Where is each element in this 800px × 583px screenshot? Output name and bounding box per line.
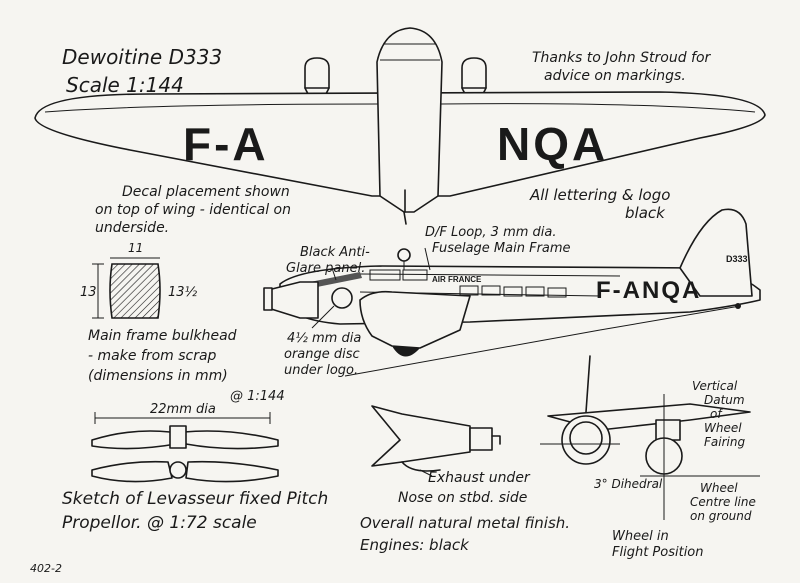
left-nacelle	[304, 57, 330, 89]
bulkhead-height: 13	[80, 285, 97, 300]
lettering-note-line-2: black	[625, 204, 666, 222]
nose-sketch	[371, 405, 501, 477]
dihedral-note: 3° Dihedral	[594, 477, 663, 491]
tail-fin	[679, 208, 753, 297]
prop-hub-side	[169, 461, 187, 479]
bulkhead-height-right: 13½	[168, 285, 198, 300]
bulkhead-sketch: 11 13 13½	[80, 241, 198, 319]
df-loop-note: D/F Loop, 3 mm dia.	[425, 225, 557, 240]
datum-note-line-1: Vertical	[692, 379, 738, 393]
propeller-sketch	[91, 412, 279, 483]
main-frame-note: Fuselage Main Frame	[432, 241, 571, 256]
cockpit-window-1	[369, 269, 401, 281]
prop-scale-note: @ 1:144	[230, 389, 285, 404]
decal-note-line-1: Decal placement shown	[122, 184, 290, 200]
exhaust-leader	[419, 469, 433, 477]
right-nacelle	[461, 57, 487, 89]
prop-blade-side-right	[185, 460, 279, 483]
prop-blade-side-left	[91, 460, 173, 483]
bulkhead-shape	[109, 263, 161, 319]
sheet-reference: 402-2	[30, 562, 62, 575]
prop-blade-left	[91, 430, 177, 450]
wing-fuselage-top	[376, 27, 443, 213]
prop-caption-line-1: Sketch of Levasseur fixed Pitch	[62, 489, 328, 509]
nose-prop-shaft	[491, 435, 501, 445]
datum-note-line-2: Datum	[704, 393, 745, 407]
exhaust-pipe	[401, 461, 441, 472]
fuselage-side-view: AIR FRANCE D333 F-ANQA	[263, 208, 761, 377]
disc-note-line-3: under logo.	[284, 363, 358, 378]
anti-glare-leader	[331, 267, 337, 281]
centre-line-note-line-1: Wheel	[700, 481, 738, 495]
wing-nacelle	[359, 290, 471, 349]
centre-line-note-line-2: Centre line	[690, 495, 756, 509]
decal-note-line-3: underside.	[95, 220, 169, 236]
prop-diameter-ticks	[94, 412, 271, 424]
decal-note-line-2: on top of wing - identical on	[95, 202, 291, 218]
nose-engine-mount	[469, 427, 493, 451]
thanks-note-line-2: advice on markings.	[544, 68, 686, 84]
air-france-logo: AIR FRANCE	[432, 275, 482, 284]
nose-outline	[371, 405, 471, 467]
thanks-note-line-1: Thanks to John Stroud for	[532, 50, 712, 66]
orange-disc	[331, 287, 353, 309]
main-frame-leader	[424, 247, 431, 271]
ground-line	[344, 329, 601, 377]
bulkhead-caption-line-2: - make from scrap	[88, 348, 217, 364]
anti-glare-note-line-2: Glare panel.	[286, 261, 365, 276]
prop-diameter-note: 22mm dia	[150, 402, 216, 417]
front-fin	[585, 355, 591, 413]
cockpit-window-2	[402, 269, 428, 281]
prop-hub	[169, 425, 187, 449]
disc-leader	[311, 305, 335, 329]
tail-wheel	[735, 303, 741, 309]
main-wheel	[392, 346, 420, 357]
centre-line-note-line-3: on ground	[690, 509, 752, 523]
df-loop	[397, 248, 411, 262]
fin-code: D333	[726, 254, 748, 264]
wing-panel-line-left	[44, 103, 381, 113]
bulkhead-caption-line-1: Main frame bulkhead	[88, 328, 237, 344]
disc-note-line-1: 4½ mm dia	[287, 331, 361, 346]
finish-engines-note: Engines: black	[360, 536, 470, 554]
nose-spinner	[263, 287, 273, 311]
prop-caption-line-2: Propellor. @ 1:72 scale	[62, 513, 257, 533]
nose-engine-cowl	[267, 281, 319, 319]
bulkhead-width: 11	[128, 241, 143, 255]
wing-planform: F-A NQA	[34, 27, 766, 225]
anti-glare-note-line-1: Black Anti-	[300, 245, 370, 260]
bulkhead-caption-line-3: (dimensions in mm)	[88, 368, 228, 384]
wheel-fairing	[655, 419, 681, 441]
datum-note-line-3: of	[710, 407, 723, 421]
ground-line-aft	[599, 305, 741, 331]
flight-position-note-line-1: Wheel in	[612, 529, 669, 544]
wing-registration-right: NQA	[497, 118, 608, 170]
datum-note-line-4: Wheel	[704, 421, 742, 435]
wing-registration-left: F-A	[183, 118, 269, 170]
wing-panel-line-right	[439, 103, 756, 113]
finish-metal-note: Overall natural metal finish.	[360, 514, 570, 532]
exhaust-note-line-2: Nose on stbd. side	[398, 490, 527, 506]
front-nacelle	[569, 421, 603, 455]
cabin-windows	[459, 285, 567, 298]
flight-position-note-line-2: Flight Position	[612, 545, 704, 560]
tail-tip	[403, 211, 407, 225]
prop-blade-right	[183, 430, 279, 450]
front-view	[540, 355, 760, 520]
drawing-scale: Scale 1:144	[66, 73, 184, 97]
fuselage-registration: F-ANQA	[596, 277, 701, 304]
datum-note-line-5: Fairing	[704, 435, 745, 449]
exhaust-note-line-1: Exhaust under	[428, 470, 531, 486]
disc-note-line-2: orange disc	[284, 347, 360, 362]
lettering-note-line-1: All lettering & logo	[529, 186, 670, 204]
drawing-title: Dewoitine D333	[62, 45, 222, 69]
height-dimension-ticks	[92, 263, 104, 319]
